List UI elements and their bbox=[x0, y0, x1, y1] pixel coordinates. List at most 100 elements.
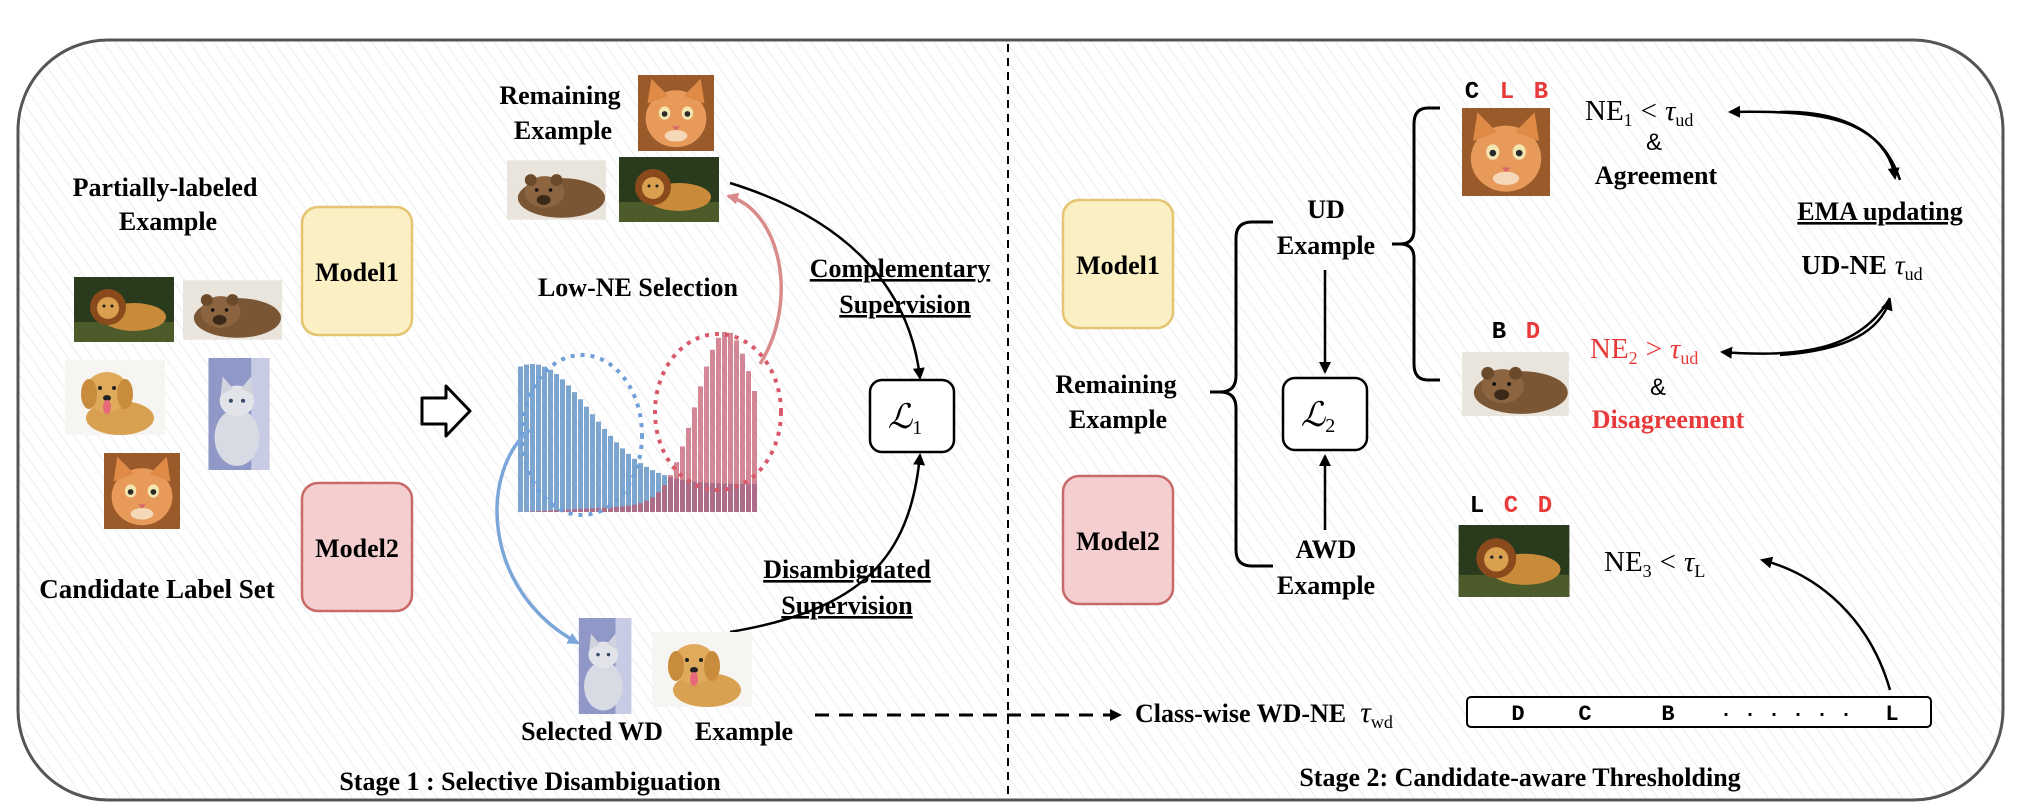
loss1-symbol: ℒ1 bbox=[888, 399, 923, 439]
histogram-bar-high bbox=[608, 507, 613, 512]
remaining-label-line1-stage2: Remaining bbox=[1055, 370, 1176, 399]
row1-label-l: L bbox=[1500, 79, 1514, 106]
model1-box-stage2 bbox=[1061, 198, 1175, 330]
stage2-title: Stage 2: Candidate-aware Thresholding bbox=[1299, 763, 1740, 792]
histogram-bar-high bbox=[542, 510, 547, 512]
cat-image bbox=[208, 358, 270, 470]
histogram-bar-low bbox=[542, 366, 547, 512]
histogram-bar-high bbox=[620, 506, 625, 512]
row3-label-l: L bbox=[1470, 493, 1484, 520]
histogram-bar-high bbox=[668, 475, 673, 512]
loss1-box bbox=[868, 378, 956, 454]
row2-label-b: B bbox=[1492, 319, 1506, 346]
model2-label-stage1: Model2 bbox=[315, 534, 399, 563]
outer-frame bbox=[16, 38, 2005, 802]
disambiguated-line1: Disambiguated bbox=[763, 555, 931, 584]
loss2-box bbox=[1281, 376, 1369, 452]
remaining-label-line2-stage2: Example bbox=[1069, 405, 1167, 434]
row1-ne: NE1<τud bbox=[1585, 95, 1693, 130]
arrow-selected-to-loss1 bbox=[729, 453, 926, 634]
histogram-bar-high bbox=[614, 506, 619, 512]
histogram-bar-high bbox=[716, 337, 721, 512]
histogram-bar-low bbox=[650, 470, 655, 512]
histogram-bar-high bbox=[602, 507, 607, 512]
dog-image bbox=[652, 632, 752, 707]
row1-label-c: C bbox=[1465, 79, 1479, 106]
histogram-bar-low bbox=[536, 364, 541, 512]
row3-ne: NE3<τL bbox=[1604, 546, 1705, 581]
histogram-bar-high bbox=[704, 366, 709, 512]
partial-label-line2: Example bbox=[119, 207, 217, 236]
row3-label-c: C bbox=[1504, 493, 1518, 520]
histogram-bar-high bbox=[710, 349, 715, 512]
row2-label-d: D bbox=[1526, 319, 1540, 346]
row1-label-b: B bbox=[1534, 79, 1548, 106]
orange-cat-image bbox=[1462, 108, 1550, 196]
lion-image bbox=[1458, 525, 1570, 597]
high-ne-ellipse bbox=[653, 332, 783, 492]
histogram-bar-low bbox=[632, 458, 637, 512]
threshold-bar bbox=[1466, 696, 1932, 728]
orange-cat-image bbox=[638, 75, 714, 151]
histogram-bar-low bbox=[524, 364, 529, 512]
bracket-right bbox=[1392, 106, 1440, 382]
disambiguated-line2: Supervision bbox=[781, 591, 913, 620]
arrow-remaining-to-loss1 bbox=[729, 181, 925, 380]
awd-line1: AWD bbox=[1296, 535, 1357, 564]
histogram-bar-low bbox=[560, 379, 565, 512]
ud-line1: UD bbox=[1307, 195, 1345, 224]
threshold-bar-c: C bbox=[1578, 702, 1591, 727]
complementary-line2: Supervision bbox=[839, 290, 971, 319]
histogram-bar-low bbox=[566, 385, 571, 512]
partial-label-line1: Partially-labeled bbox=[73, 173, 258, 202]
bear-image bbox=[183, 280, 282, 340]
histogram-bar-low bbox=[620, 448, 625, 512]
histogram-bar-high bbox=[554, 510, 559, 512]
row3-label-d: D bbox=[1538, 493, 1552, 520]
histogram-bar-high bbox=[572, 509, 577, 512]
histogram-bar-low bbox=[530, 364, 535, 512]
remaining-label-line2-stage1: Example bbox=[514, 116, 612, 145]
row2-word: Disagreement bbox=[1592, 405, 1745, 434]
selected-wd: Selected WD bbox=[521, 717, 663, 746]
histogram-bar-high bbox=[566, 509, 571, 512]
histogram-bar-high bbox=[584, 508, 589, 512]
histogram-bar-low bbox=[602, 428, 607, 512]
histogram-bar-low bbox=[554, 374, 559, 512]
histogram-bar-high bbox=[686, 427, 691, 512]
histogram-bar-high bbox=[548, 510, 553, 512]
histogram-bar-low bbox=[608, 435, 613, 512]
row2-amp: & bbox=[1650, 374, 1666, 401]
row1-amp: & bbox=[1646, 129, 1662, 156]
model1-box-stage1 bbox=[300, 205, 414, 337]
histogram-bar-high bbox=[644, 500, 649, 512]
histogram-bar-high bbox=[638, 503, 643, 512]
lion-image bbox=[619, 157, 719, 222]
threshold-bar-b: B bbox=[1661, 702, 1674, 727]
histogram-bar-low bbox=[614, 442, 619, 512]
histogram-bar-high bbox=[680, 446, 685, 512]
bear-image bbox=[507, 160, 606, 220]
histogram-bar-low bbox=[596, 421, 601, 512]
histogram-bar-high bbox=[746, 371, 751, 512]
blue-curve-arrow bbox=[495, 428, 580, 645]
threshold-bar-l: L bbox=[1885, 702, 1898, 727]
histogram-bar-high bbox=[632, 504, 637, 512]
histogram-bar-low bbox=[638, 463, 643, 512]
histogram-bar-low bbox=[644, 466, 649, 512]
histogram-bar-low bbox=[578, 399, 583, 512]
entropy-histogram bbox=[518, 331, 757, 512]
model1-label-stage1: Model1 bbox=[315, 258, 399, 287]
arrow-ema-row2-up bbox=[1779, 298, 1893, 357]
lion-image bbox=[74, 277, 174, 342]
candidate-label-set: Candidate Label Set bbox=[39, 574, 275, 604]
ema-updating: EMA updating bbox=[1797, 197, 1962, 226]
histogram-bar-high bbox=[530, 511, 535, 512]
row2-ne: NE2>τud bbox=[1590, 333, 1698, 368]
histogram-bar-high bbox=[626, 505, 631, 512]
row1-word: Agreement bbox=[1595, 161, 1718, 190]
stage1-title: Stage 1 : Selective Disambiguation bbox=[339, 767, 721, 796]
